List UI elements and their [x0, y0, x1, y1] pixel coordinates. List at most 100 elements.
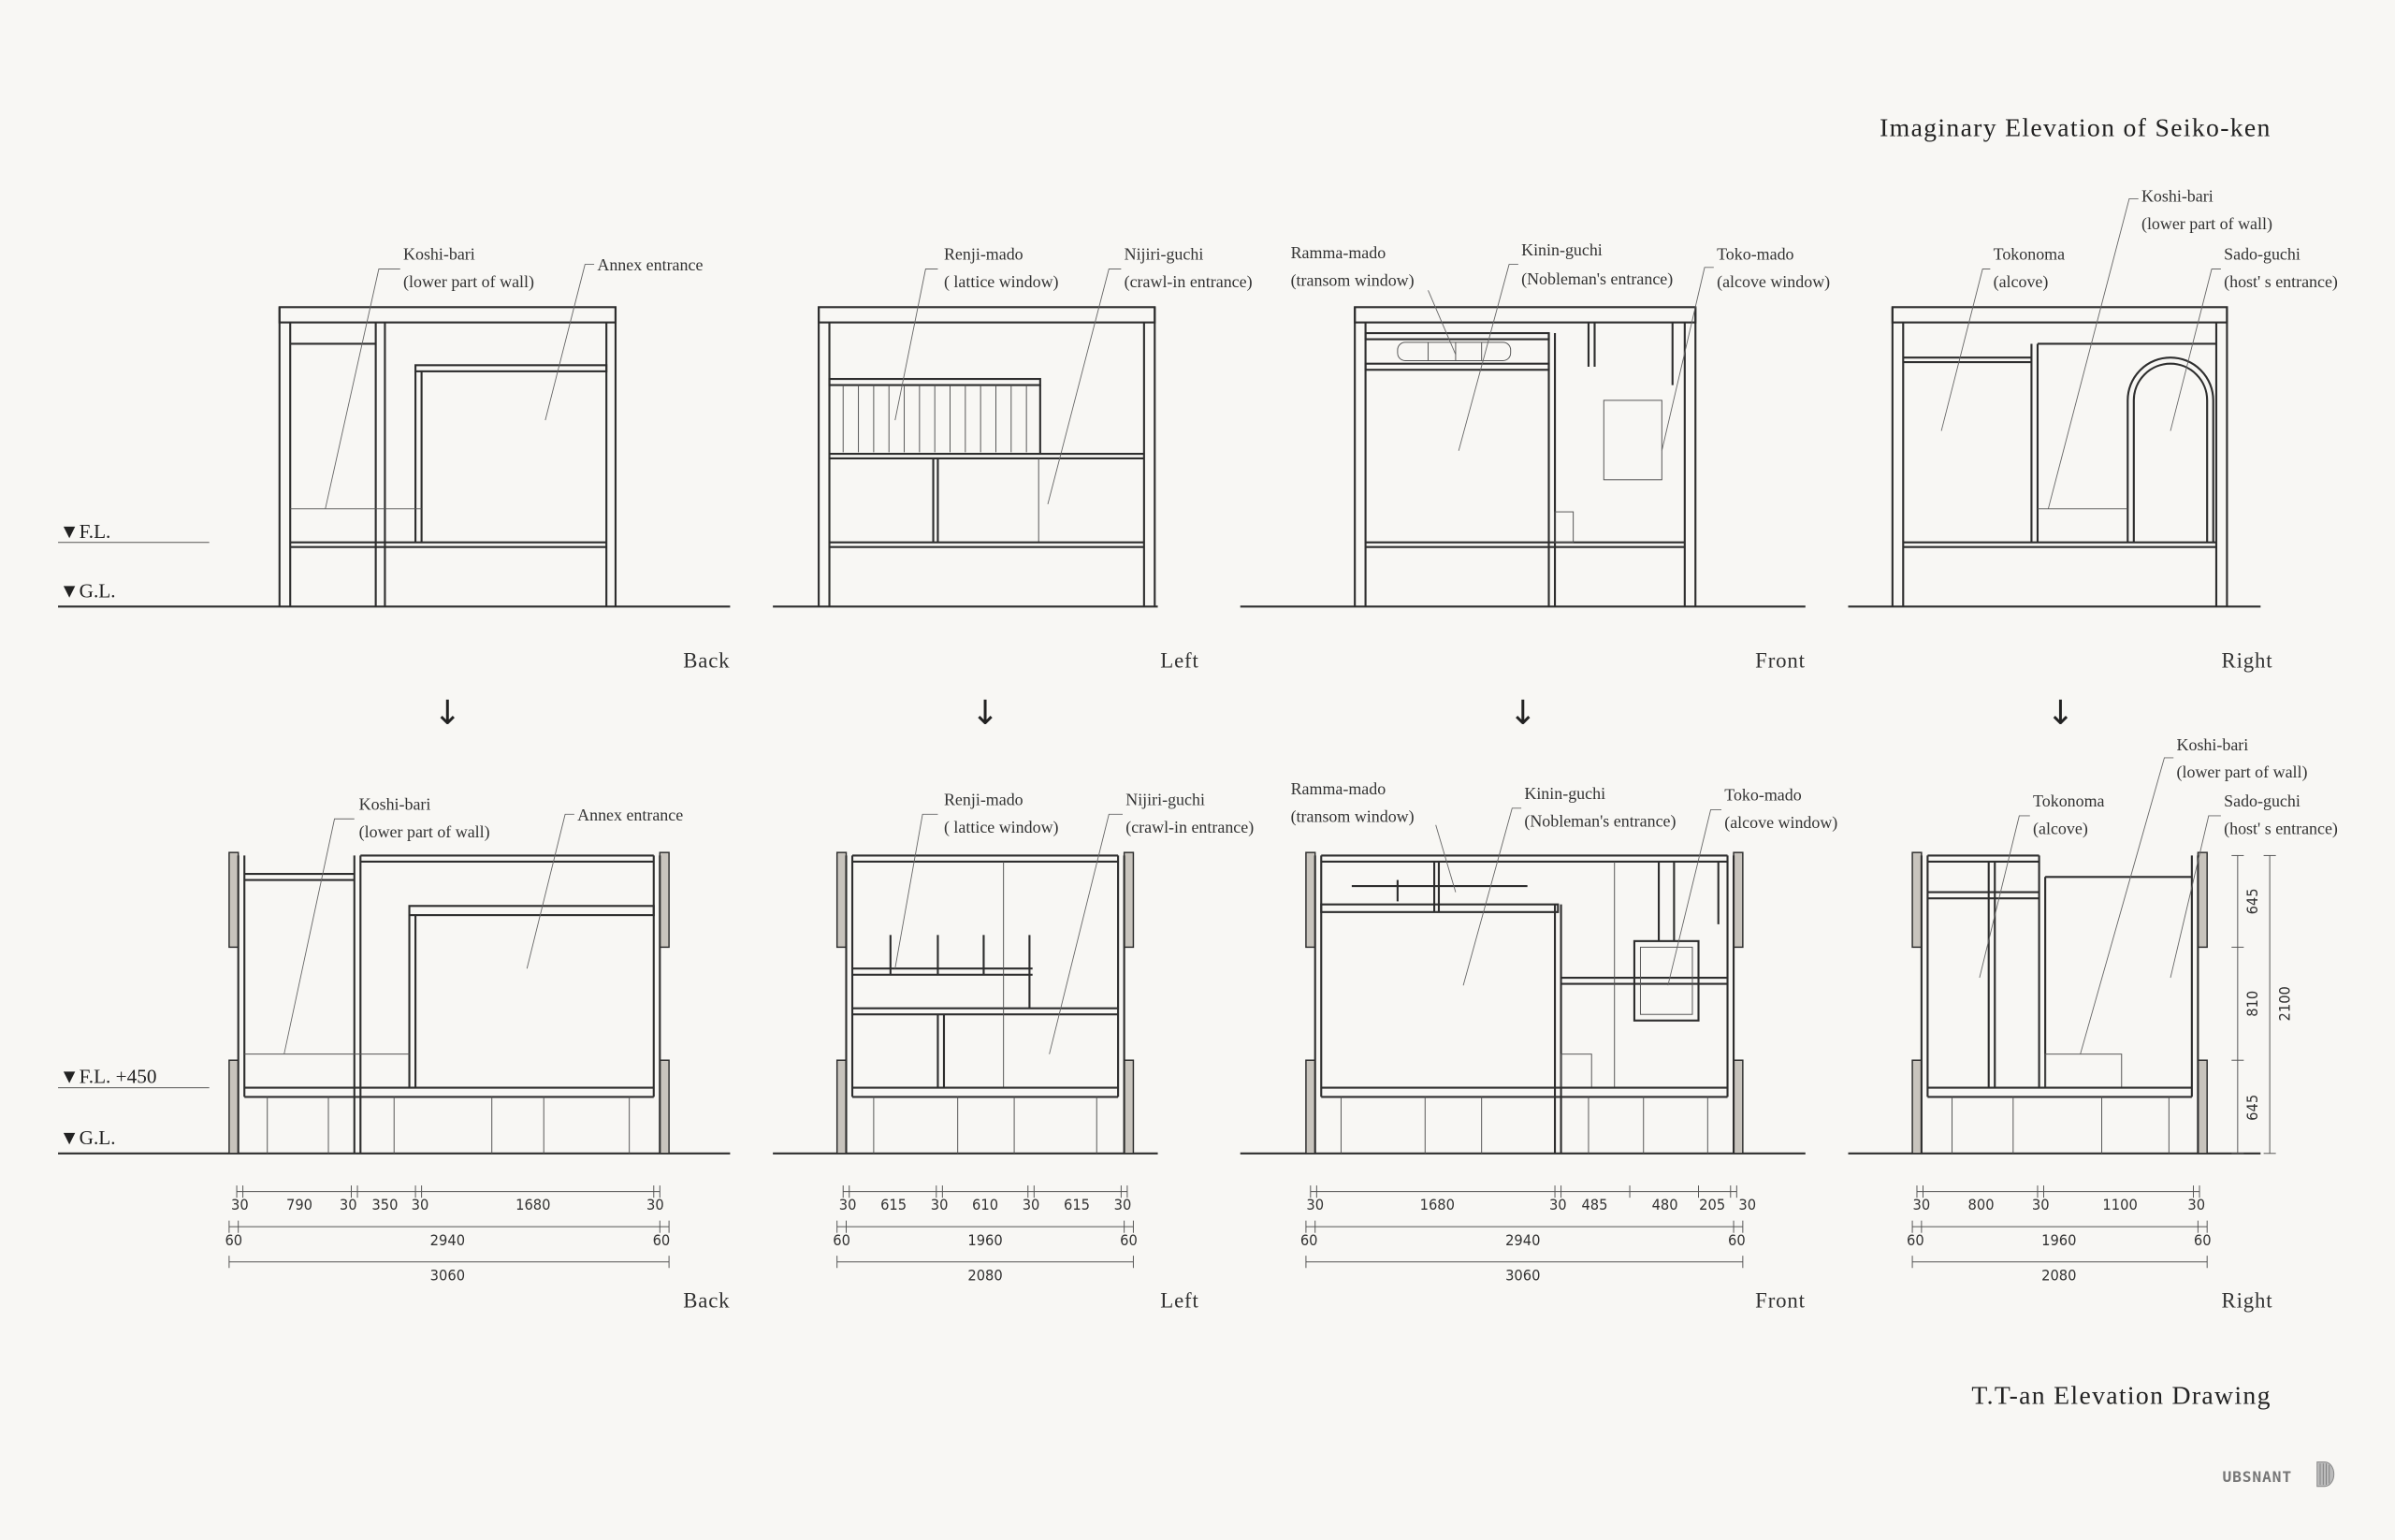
label-ramma-mado-sub: (transom window)	[1291, 270, 1415, 290]
dim-value-left-detail: 30	[931, 1196, 949, 1213]
ground-level-marker-bottom: ▼G.L.	[60, 1126, 116, 1149]
label-ramma-mado: Ramma-mado	[1291, 779, 1386, 798]
dim-value-left-structure: 60	[833, 1231, 850, 1249]
down-arrow-icon: ↓	[1509, 694, 1537, 733]
vertical-dim-total: 2100	[2275, 986, 2293, 1021]
label-renji-mado: Renji-mado	[944, 245, 1023, 264]
down-arrow-icon: ↓	[2046, 694, 2074, 733]
dim-value-back-structure: 60	[225, 1231, 242, 1249]
vertical-dim-upper: 645	[2243, 888, 2261, 914]
label-toko-mado-sub: (alcove window)	[1717, 272, 1830, 292]
sheet-title-top: Imaginary Elevation of Seiko-ken	[1880, 113, 2272, 142]
dim-value-front-detail: 205	[1699, 1196, 1725, 1213]
dim-value-front-total: 3060	[1505, 1266, 1540, 1284]
dim-value-right-structure: 60	[2194, 1231, 2212, 1249]
dim-value-back-detail: 350	[371, 1196, 398, 1213]
label-kinin-guchi: Kinin-guchi	[1521, 240, 1603, 259]
dim-value-front-structure: 60	[1728, 1231, 1746, 1249]
vertical-dim-middle: 810	[2243, 991, 2261, 1017]
dim-value-back-structure: 2940	[430, 1231, 465, 1249]
dim-value-back-detail: 30	[340, 1196, 357, 1213]
dim-value-back-detail: 30	[646, 1196, 664, 1213]
elevation-top-right	[1891, 306, 2228, 607]
brand-logo: UBSNANT	[2223, 1461, 2335, 1488]
view-label-right-bottom: Right	[2222, 1289, 2273, 1313]
elevation-top-left	[818, 306, 1156, 607]
view-label-left-bottom: Left	[1160, 1289, 1198, 1313]
down-arrow-icon: ↓	[433, 694, 461, 733]
annotations-bottom: Koshi-bari (lower part of wall) Annex en…	[283, 735, 2338, 1054]
dim-value-back-structure: 60	[653, 1231, 671, 1249]
elevation-top-front	[1354, 306, 1697, 607]
label-nijiri-guchi-sub: (crawl-in entrance)	[1125, 818, 1254, 837]
label-sado-guchi-sub: (host' s entrance)	[2224, 272, 2338, 292]
label-renji-mado-sub: ( lattice window)	[944, 818, 1059, 837]
view-label-back-bottom: Back	[683, 1289, 730, 1313]
label-annex-entrance: Annex entrance	[597, 255, 703, 274]
dim-value-left-structure: 60	[1120, 1231, 1138, 1249]
down-arrow-icon: ↓	[971, 694, 999, 733]
logo-text: UBSNANT	[2223, 1468, 2292, 1486]
label-koshi-bari-right-sub: (lower part of wall)	[2177, 763, 2308, 782]
elevation-bottom-left	[835, 851, 1135, 1155]
label-ramma-mado-sub: (transom window)	[1291, 807, 1415, 827]
dim-value-front-detail: 485	[1581, 1196, 1607, 1213]
label-annex-entrance: Annex entrance	[577, 806, 683, 824]
dim-value-back-total: 3060	[430, 1266, 465, 1284]
view-label-front-bottom: Front	[1755, 1289, 1806, 1313]
label-koshi-bari-right: Koshi-bari	[2141, 187, 2214, 206]
dim-value-left-detail: 615	[1064, 1196, 1090, 1213]
dim-value-left-total: 2080	[967, 1266, 1002, 1284]
view-label-front: Front	[1755, 649, 1806, 673]
label-sado-guchi: Sado-guchi	[2224, 245, 2301, 264]
dim-value-left-detail: 610	[972, 1196, 998, 1213]
label-kinin-guchi: Kinin-guchi	[1524, 784, 1605, 803]
dim-value-back-detail: 1680	[515, 1196, 550, 1213]
label-tokonoma-sub: (alcove)	[1994, 272, 2049, 292]
sheet-title-bottom: T.T-an Elevation Drawing	[1971, 1382, 2271, 1411]
dim-value-right-detail: 30	[1913, 1196, 1931, 1213]
dim-value-right-detail: 30	[2032, 1196, 2050, 1213]
vertical-dim-lower: 645	[2243, 1095, 2261, 1121]
dim-value-front-structure: 60	[1300, 1231, 1318, 1249]
label-koshi-bari: Koshi-bari	[359, 794, 431, 813]
dim-value-left-detail: 30	[839, 1196, 857, 1213]
dim-value-left-detail: 615	[880, 1196, 907, 1213]
dim-value-right-structure: 1960	[2041, 1231, 2076, 1249]
dim-value-back-detail: 30	[231, 1196, 249, 1213]
label-ramma-mado: Ramma-mado	[1291, 243, 1386, 262]
dim-value-right-total: 2080	[2041, 1266, 2076, 1284]
logo-mark-icon	[2316, 1461, 2335, 1488]
dim-value-right-detail: 800	[1968, 1196, 1995, 1213]
dim-value-front-detail: 30	[1738, 1196, 1756, 1213]
label-koshi-bari-right: Koshi-bari	[2177, 735, 2249, 754]
label-toko-mado: Toko-mado	[1717, 245, 1793, 264]
label-toko-mado: Toko-mado	[1724, 786, 1801, 805]
dim-value-right-structure: 60	[1907, 1231, 1924, 1249]
dim-value-front-detail: 1680	[1420, 1196, 1455, 1213]
annotations-top: Koshi-bari (lower part of wall) Annex en…	[325, 187, 2338, 509]
label-nijiri-guchi: Nijiri-guchi	[1125, 791, 1205, 809]
dim-value-front-structure: 2940	[1505, 1231, 1540, 1249]
view-label-left: Left	[1160, 649, 1198, 673]
label-tokonoma: Tokonoma	[2033, 792, 2104, 810]
elevation-bottom-back	[228, 851, 670, 1155]
label-koshi-bari-sub: (lower part of wall)	[359, 822, 490, 842]
label-renji-mado-sub: ( lattice window)	[944, 272, 1059, 292]
dim-value-front-detail: 480	[1652, 1196, 1678, 1213]
label-renji-mado: Renji-mado	[944, 791, 1023, 809]
view-label-back: Back	[683, 649, 730, 673]
label-koshi-bari: Koshi-bari	[403, 245, 475, 264]
label-kinin-guchi-sub: (Nobleman's entrance)	[1524, 811, 1676, 831]
elevation-bottom-front	[1305, 851, 1744, 1155]
dim-value-left-structure: 1960	[967, 1231, 1002, 1249]
dim-value-front-detail: 30	[1306, 1196, 1324, 1213]
label-kinin-guchi-sub: (Nobleman's entrance)	[1521, 269, 1673, 289]
label-tokonoma: Tokonoma	[1994, 245, 2065, 264]
label-koshi-bari-sub: (lower part of wall)	[403, 272, 534, 292]
label-nijiri-guchi-sub: (crawl-in entrance)	[1125, 272, 1253, 292]
dim-value-front-detail: 30	[1549, 1196, 1567, 1213]
dim-value-left-detail: 30	[1023, 1196, 1040, 1213]
label-sado-guchi-sub: (host' s entrance)	[2224, 820, 2338, 839]
